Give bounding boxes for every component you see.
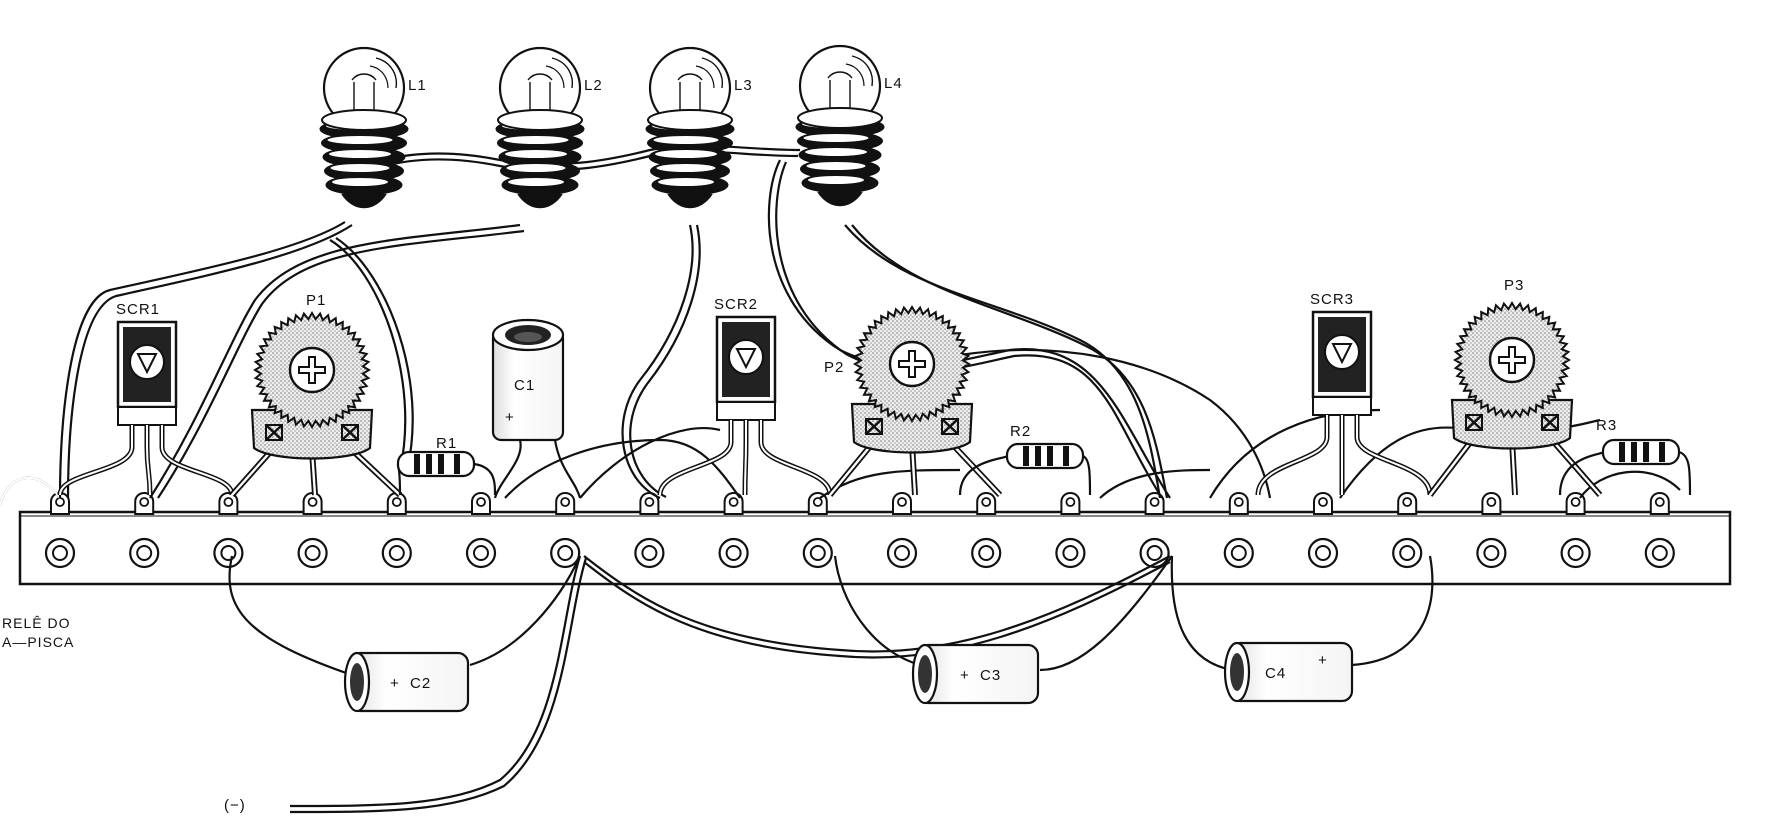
scrs: SCR1 SCR2 SCR3 [57,291,1433,496]
terminal-screw [1476,537,1507,569]
lamp-l2: L2 [495,46,603,209]
lamp-l4: L4 [795,44,903,207]
terminal-screw [465,537,497,569]
potentiometer-p3-label: P3 [1504,277,1524,294]
capacitor-c3-label: C3 [980,667,1001,684]
lamp-l1: L1 [319,46,427,209]
solder-lug [1649,492,1670,515]
terminal-screw [550,537,581,569]
potentiometer-p1: P1 [229,292,403,498]
terminal-screw [1560,537,1591,569]
resistor-r3: R3 [1558,417,1692,496]
terminal-screw [297,537,328,569]
relay-label-line2: A—PISCA [2,634,74,650]
solder-lug [976,492,997,515]
scr-scr1: SCR1 [57,301,235,496]
terminal-strip [18,492,1732,586]
solder-lug [134,492,155,515]
terminal-screw [1644,537,1675,569]
terminal-screw [718,537,749,569]
resistor-r3-label: R3 [1596,417,1617,434]
lamp-l2-label: L2 [584,77,603,94]
resistors: R1 R2 R3 [396,417,1692,496]
terminal-screw [1139,537,1170,569]
lamps: L1 L2 L3 L4 [319,44,903,209]
solder-lug [1397,492,1418,515]
capacitor-c2: + C2 [343,651,470,713]
scr-scr2: SCR2 [657,296,833,496]
solder-lug [1565,492,1586,515]
negative-terminal-label: (−) [224,797,246,814]
solder-lug [302,492,323,515]
potentiometer-p2-label: P2 [824,359,844,376]
potentiometer-p3: P3 [1427,277,1603,497]
capacitor-c4-polarity: + [1318,652,1328,669]
solder-lug [807,492,828,515]
potentiometer-p1-label: P1 [306,292,326,309]
lamp-l3: L3 [645,46,753,209]
scr-scr1-label: SCR1 [116,301,160,318]
solder-lug [723,492,744,515]
terminal-screw [44,537,76,569]
solder-lug [1144,492,1165,515]
relay-label-line1: RELÊ DO [2,615,70,631]
solder-lug [892,492,912,515]
terminal-screw [213,537,244,569]
terminal-screw [1223,537,1254,569]
terminal-screw [971,537,1002,569]
terminal-screw [802,537,833,569]
solder-lug [471,492,491,515]
terminal-screw [1055,537,1086,569]
lamp-l1-label: L1 [408,77,427,94]
capacitor-c1-label: C1 [514,377,535,394]
solder-lug [386,492,407,515]
terminal-screw [129,537,160,569]
capacitor-c3: + C3 [911,643,1040,705]
terminal-screw [634,537,665,569]
capacitor-c2-label: C2 [410,675,431,692]
capacitor-c3-polarity: + [960,667,970,684]
solder-lug [1060,492,1081,515]
capacitor-c4-label: C4 [1265,665,1286,682]
lamp-l3-label: L3 [734,77,753,94]
resistor-r2: R2 [958,423,1092,496]
terminal-screw [381,537,412,569]
terminal-screw [1392,537,1423,569]
scr-scr3-label: SCR3 [1310,291,1354,308]
scr-scr3: SCR3 [1255,291,1433,496]
capacitor-c4: C4 + [1223,641,1354,703]
resistor-r2-label: R2 [1010,423,1031,440]
resistor-r1: R1 [396,435,497,496]
scr-scr2-label: SCR2 [714,296,758,313]
resistor-r1-label: R1 [436,435,457,452]
lamp-l4-label: L4 [884,75,903,92]
solder-lug [639,492,660,515]
capacitor-c1: C1 + [491,318,582,499]
solder-lug [1481,492,1502,515]
solder-lug [1228,492,1249,515]
solder-lug [1313,492,1333,515]
terminal-screw [1307,537,1339,569]
wiring [0,144,1681,814]
potentiometer-p2: P2 [824,305,1003,498]
capacitor-c2-polarity: + [390,675,400,692]
capacitor-c1-polarity: + [505,409,515,426]
terminal-screw [886,537,918,569]
solder-lug [555,492,576,515]
